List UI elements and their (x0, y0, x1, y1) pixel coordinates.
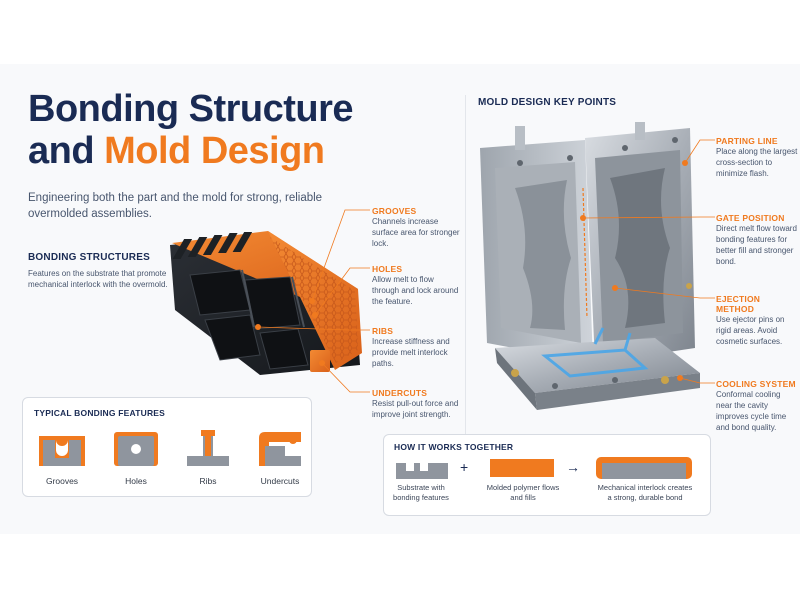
how-step-2: Molded polymer flows and fills (486, 483, 560, 502)
how-heading: HOW IT WORKS TOGETHER (394, 442, 514, 452)
page-title: Bonding Structure and Mold Design (28, 88, 354, 172)
callout-gate-position-text: Direct melt flow toward bonding features… (716, 224, 797, 266)
grooves-icon (39, 436, 85, 466)
feature-label-undercuts: Undercuts (260, 476, 300, 486)
callout-parting-line: PARTING LINE Place along the largest cro… (716, 136, 798, 179)
undercuts-icon (259, 432, 301, 466)
title-line-1: Bonding Structure (28, 88, 354, 130)
page-subtitle: Engineering both the part and the mold f… (28, 192, 323, 220)
callout-cooling-system: COOLING SYSTEM Conformal cooling near th… (716, 379, 798, 433)
callout-parting-line-text: Place along the largest cross-section to… (716, 147, 798, 178)
callout-cooling-system-title: COOLING SYSTEM (716, 379, 796, 389)
title-line-2-a: and (28, 130, 105, 172)
how-it-works-panel: HOW IT WORKS TOGETHER + → Substrate with… (383, 434, 711, 516)
typical-features-panel: TYPICAL BONDING FEATURES Grooves H (22, 397, 312, 497)
feature-label-ribs: Ribs (199, 476, 217, 486)
ribs-icon (187, 430, 229, 466)
typical-features-heading: TYPICAL BONDING FEATURES (34, 408, 166, 418)
title-line-2-b: Mold Design (104, 130, 325, 172)
feature-label-holes: Holes (125, 476, 147, 486)
bonded-result-icon (596, 457, 692, 479)
callout-grooves-title: GROOVES (372, 206, 417, 216)
callout-undercuts: UNDERCUTS Resist pull-out force and impr… (372, 388, 462, 420)
column-divider (465, 95, 466, 495)
overmolded-part-illustration (170, 231, 362, 375)
substrate-icon (396, 463, 448, 479)
callout-ejection-method-title: EJECTION METHOD (716, 294, 761, 314)
plus-sign: + (460, 459, 469, 475)
callout-undercuts-text: Resist pull-out force and improve joint … (372, 399, 459, 419)
polymer-icon (490, 459, 554, 477)
callout-ribs: RIBS Increase stiffness and provide melt… (372, 326, 462, 369)
bonding-text: Features on the substrate that promote m… (28, 269, 168, 289)
mold-illustration (480, 122, 700, 410)
callout-ribs-title: RIBS (372, 326, 394, 336)
mold-heading: MOLD DESIGN KEY POINTS (478, 97, 617, 108)
holes-icon (114, 432, 158, 466)
callout-undercuts-title: UNDERCUTS (372, 388, 428, 398)
title-line-2: and Mold Design (28, 130, 353, 172)
callout-ribs-text: Increase stiffness and provide melt inte… (372, 337, 450, 368)
callout-holes-title: HOLES (372, 264, 403, 274)
callout-cooling-system-text: Conformal cooling near the cavity improv… (716, 390, 787, 432)
how-step-1: Substrate with bonding features (393, 483, 449, 502)
bonding-heading: BONDING STRUCTURES (28, 252, 150, 263)
feature-label-grooves: Grooves (45, 476, 79, 486)
callout-ejection-method-text: Use ejector pins on rigid areas. Avoid c… (716, 315, 785, 346)
callout-gate-position: GATE POSITION Direct melt flow toward bo… (716, 213, 798, 267)
how-step-3: Mechanical interlock creates a strong, d… (597, 483, 693, 502)
callout-grooves-text: Channels increase surface area for stron… (372, 217, 460, 248)
callout-holes-text: Allow melt to flow through and lock arou… (372, 275, 459, 306)
callout-gate-position-title: GATE POSITION (716, 213, 785, 223)
callout-ejection-method: EJECTION METHOD Use ejector pins on rigi… (716, 294, 798, 347)
callout-holes: HOLES Allow melt to flow through and loc… (372, 264, 462, 307)
callout-grooves: GROOVES Channels increase surface area f… (372, 206, 462, 249)
callout-parting-line-title: PARTING LINE (716, 136, 778, 146)
arrow-icon: → (566, 459, 580, 475)
